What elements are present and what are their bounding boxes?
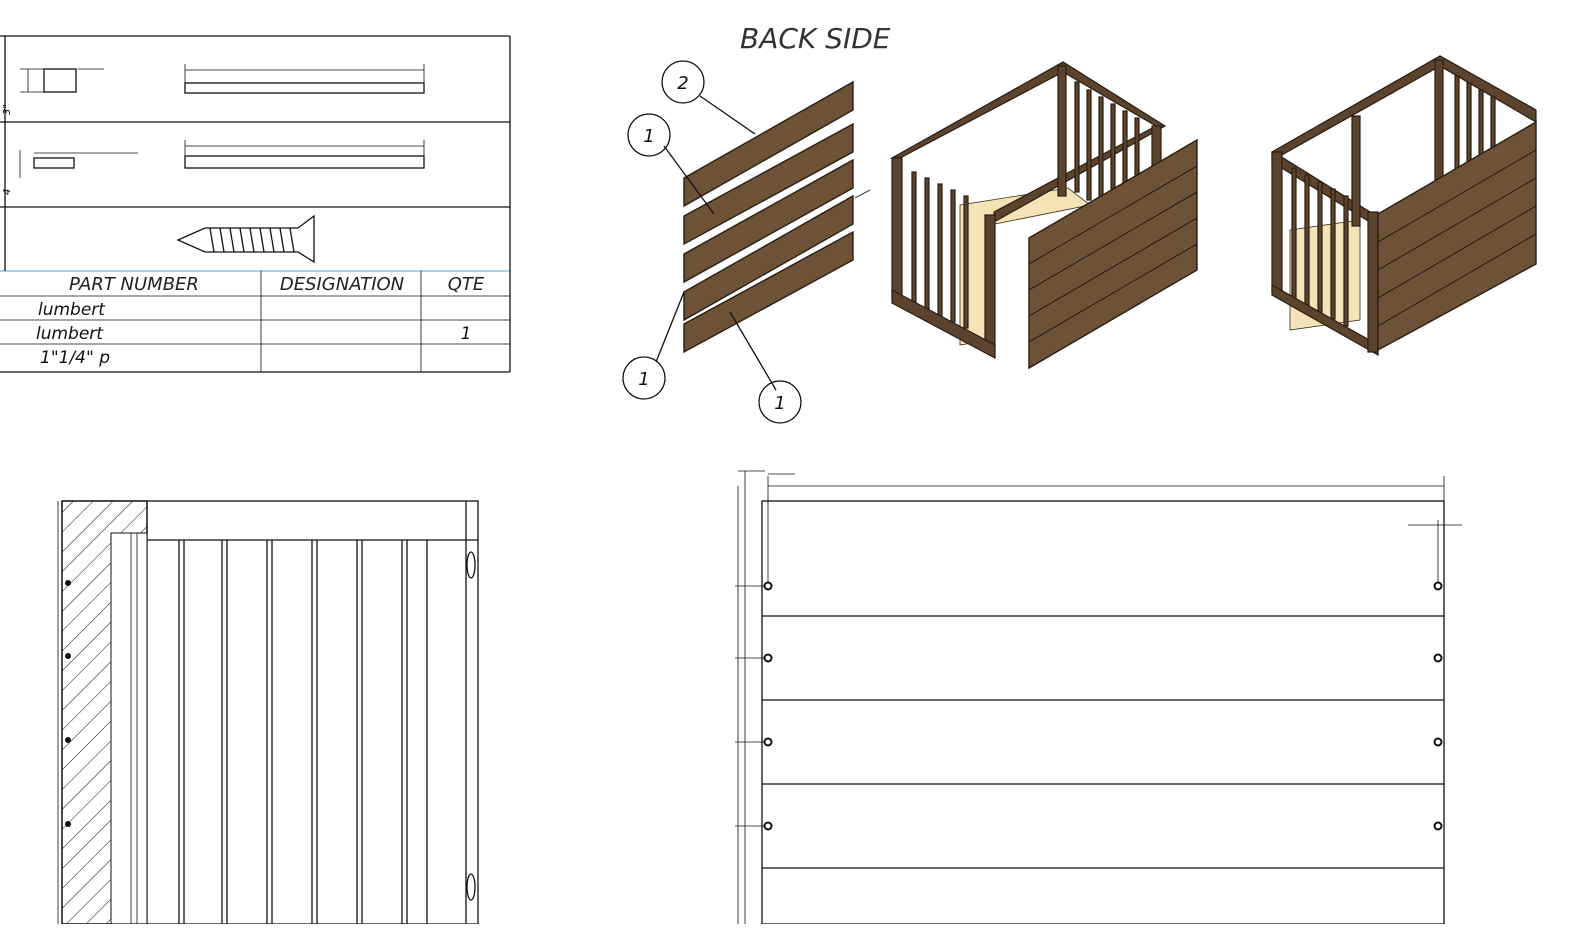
header-part-number: PART NUMBER xyxy=(69,274,199,295)
callout-balloon: 1 xyxy=(758,380,802,424)
dim-label: 3" xyxy=(2,104,13,115)
part-2-views: 4 xyxy=(2,140,425,195)
screw-icon xyxy=(176,214,315,264)
row-2-qty: 1 xyxy=(461,324,472,344)
row-2-part-number: lumbert xyxy=(36,324,104,344)
svg-text:1: 1 xyxy=(643,126,654,147)
svg-text:1: 1 xyxy=(638,369,649,390)
view-title: BACK SIDE xyxy=(740,22,891,55)
dim-label: 4 xyxy=(2,189,13,195)
crate-open-back xyxy=(889,61,1198,370)
bom-table: 3" 4 xyxy=(0,35,511,373)
callout-balloon: 1 xyxy=(627,113,671,157)
exploded-boards: 2 1 1 1 xyxy=(622,60,871,424)
row-1-part-number: lumbert xyxy=(38,300,106,320)
section-view xyxy=(57,500,479,925)
elevation-view xyxy=(735,470,1462,925)
callout-balloon: 1 xyxy=(622,356,666,400)
header-designation: DESIGNATION xyxy=(280,274,404,295)
crate-assembled xyxy=(1271,55,1537,357)
row-3-part-number: 1"1/4" p xyxy=(40,348,110,368)
header-qty: QTE xyxy=(448,274,485,295)
svg-text:2: 2 xyxy=(677,73,688,94)
part-1-views: 3" xyxy=(2,64,425,115)
svg-text:1: 1 xyxy=(774,393,785,414)
callout-balloon: 2 xyxy=(661,60,705,104)
